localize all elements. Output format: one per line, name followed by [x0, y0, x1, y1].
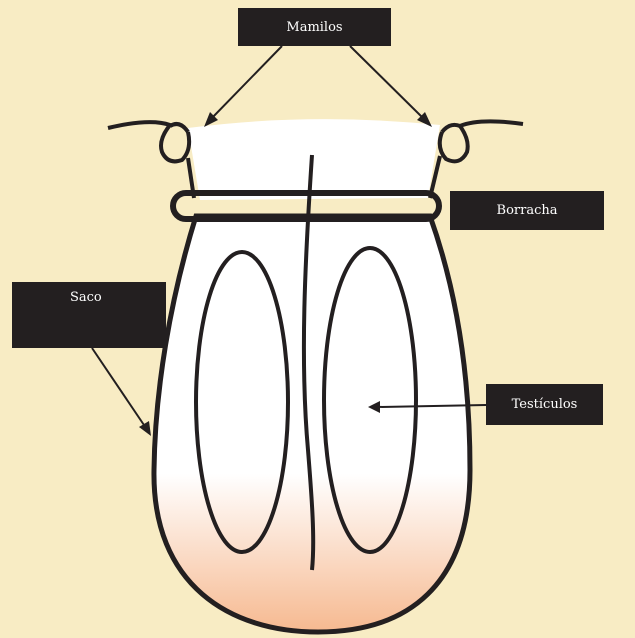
label-band: Borracha — [450, 191, 604, 230]
label-sac-text: Saco — [70, 290, 102, 305]
label-band-text: Borracha — [497, 203, 558, 218]
label-sac: Saco — [12, 282, 166, 348]
label-nipples: Mamilos — [238, 8, 391, 46]
left-nipple-shape — [108, 122, 189, 161]
label-testicles: Testículos — [486, 384, 603, 425]
label-testicles-text: Testículos — [512, 397, 578, 412]
label-nipples-text: Mamilos — [286, 20, 342, 35]
arrow-sac — [92, 348, 151, 436]
left-nipple-tip — [170, 124, 188, 132]
right-nipple-tip — [442, 125, 460, 132]
arrow-nipples-right — [350, 46, 432, 127]
teat-base-shape — [188, 119, 440, 200]
right-nipple-shape — [440, 121, 523, 161]
arrow-nipples-left — [204, 46, 282, 127]
